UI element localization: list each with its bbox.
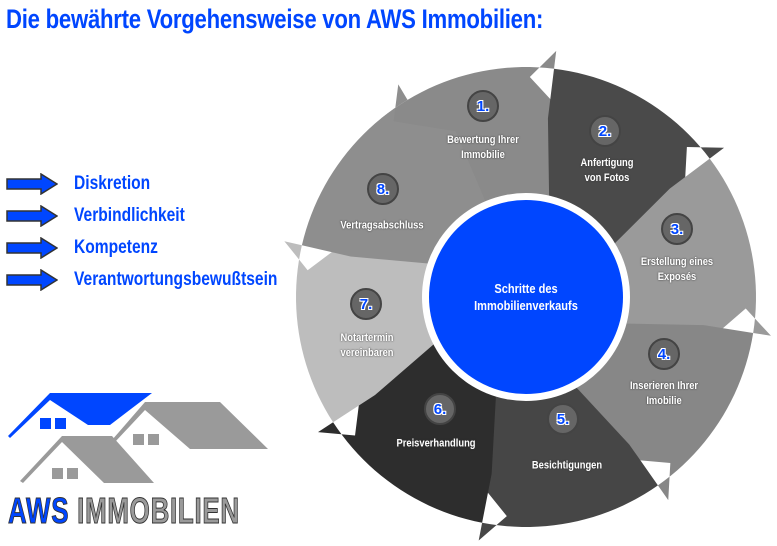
value-item: Diskretion [6,168,322,200]
step-number-badge: 5. [547,403,579,435]
value-label: Verbindlichkeit [74,205,185,226]
arrow-right-icon [6,269,58,291]
step-number-badge: 3. [661,213,693,245]
arrow-right-icon [6,237,58,259]
value-item: Verantwortungsbewußtsein [6,264,322,296]
arrow-right-icon [6,173,58,195]
value-label: Kompetenz [74,237,158,258]
step-label: Vertragsabschluss [340,219,424,232]
value-label: Verantwortungsbewußtsein [74,269,278,290]
center-circle [429,200,623,394]
step-segment [301,84,491,265]
values-list: Diskretion Verbindlichkeit Kompetenz Ver… [6,168,322,296]
arrow-right-icon [6,205,58,227]
step-number-badge: 7. [350,288,382,320]
value-item: Verbindlichkeit [6,200,322,232]
step-segment [604,158,771,350]
step-number-badge: 4. [648,338,680,370]
step-number-badge: 2. [589,115,621,147]
step-label: Notartermin vereinbaren [340,332,394,359]
logo-text: AWS IMMOBILIEN [8,490,240,532]
step-label: Erstellung eines Exposés [640,256,714,283]
step-label: Besichtigungen [531,459,603,472]
value-item: Kompetenz [6,232,322,264]
step-label: Anfertigung von Fotos [580,157,634,184]
step-segment [381,50,573,220]
step-label: Inserieren Ihrer Imobilie [629,380,699,407]
step-label: Preisverhandlung [396,437,476,450]
step-label: Bewertung Ihrer Immobilie [447,134,519,161]
step-number-badge: 6. [424,393,456,425]
step-number-badge: 8. [367,173,399,205]
page-title: Die bewährte Vorgehensweise von AWS Immo… [6,4,544,34]
logo-houses-icon [8,393,268,483]
center-label: Schritte des Immobilienverkaufs [474,281,578,313]
step-segment [284,232,445,423]
value-label: Diskretion [74,173,151,194]
step-number-badge: 1. [467,90,499,122]
step-segment [467,377,658,541]
